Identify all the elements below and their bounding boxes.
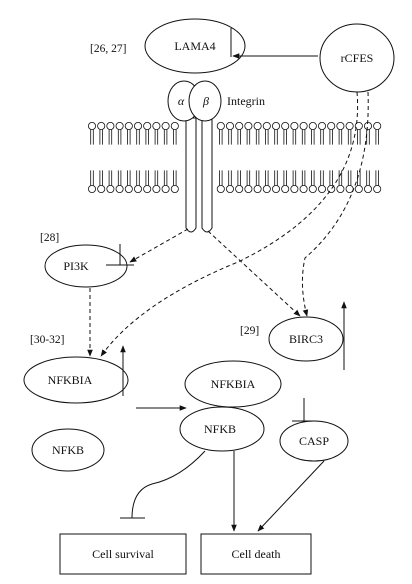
lipid-head: [290, 184, 299, 193]
casp-to-death-arrow: [257, 460, 325, 532]
nfkb-complex-node: [179, 406, 265, 452]
lipid-head: [143, 184, 152, 193]
lipid-head: [88, 122, 97, 131]
lipid-head: [216, 122, 225, 131]
lipid-head: [363, 184, 372, 193]
rcfes-to-nfkbia-arrow: [100, 91, 359, 357]
rcfes-to-birc3-arrow: [301, 91, 369, 317]
lipid-head: [106, 184, 115, 193]
pi3k-node: [44, 244, 128, 288]
lipid-head: [253, 122, 262, 131]
lipid-head: [345, 122, 354, 131]
lipid-head: [225, 122, 234, 131]
casp-label: CASP: [299, 434, 329, 448]
nfkbia-complex-node: [184, 360, 282, 408]
lipid-head: [317, 122, 326, 131]
lipid-head: [152, 122, 161, 131]
nfkb-to-survival-inhibit-line: [131, 450, 206, 519]
nfkbia-left-label: NFKBIA: [48, 373, 93, 387]
nfkb-left-node: [31, 428, 105, 472]
lama4-label: LAMA4: [174, 39, 215, 53]
lipid-head: [97, 184, 106, 193]
lipid-head: [317, 184, 326, 193]
cell-survival-box: [59, 533, 187, 575]
pi3k-label: PI3K: [63, 259, 89, 273]
nfkb-left-label: NFKB: [52, 443, 84, 457]
lipid-head: [124, 184, 133, 193]
lipid-head: [253, 184, 262, 193]
lipid-head: [373, 184, 382, 193]
lipid-head: [170, 122, 179, 131]
lipid-head: [235, 184, 244, 193]
nfkbia-left-node: [23, 356, 129, 404]
cell-death-label: Cell death: [232, 547, 281, 561]
lipid-head: [88, 184, 97, 193]
rcfes-label: rCFES: [341, 51, 374, 65]
lipid-head: [299, 122, 308, 131]
lipid-head: [133, 122, 142, 131]
lipid-head: [327, 122, 336, 131]
integrin-to-pi3k-arrow: [129, 228, 189, 263]
lipid-head: [290, 122, 299, 131]
integrin-label: Integrin: [227, 94, 265, 108]
integrin-beta-node: [188, 80, 222, 122]
lipid-head: [143, 122, 152, 131]
lipid-head: [262, 122, 271, 131]
lipid-head: [299, 184, 308, 193]
birc3-ref: [29]: [240, 325, 259, 337]
lama4-ref: [26, 27]: [90, 43, 126, 55]
lipid-head: [354, 184, 363, 193]
lipid-head: [161, 122, 170, 131]
integrin-alpha-label: α: [178, 94, 185, 108]
lipid-head: [106, 122, 115, 131]
lipid-head: [271, 122, 280, 131]
lipid-head: [244, 184, 253, 193]
cell-membrane: [88, 122, 382, 193]
lipid-head: [336, 122, 345, 131]
lipid-head: [115, 122, 124, 131]
lipid-head: [225, 184, 234, 193]
lipid-head: [354, 122, 363, 131]
lipid-head: [308, 122, 317, 131]
birc3-node: [268, 316, 344, 362]
lipid-head: [152, 184, 161, 193]
lipid-head: [133, 184, 142, 193]
lipid-head: [244, 122, 253, 131]
lipid-head: [170, 184, 179, 193]
integrin-transmembrane: [185, 117, 213, 233]
casp-node: [279, 420, 349, 462]
lipid-head: [216, 184, 225, 193]
cell-survival-label: Cell survival: [92, 547, 154, 561]
lipid-head: [281, 184, 290, 193]
birc3-label: BIRC3: [289, 332, 323, 346]
lipid-head: [345, 184, 354, 193]
lipid-head: [235, 122, 244, 131]
lipid-head: [115, 184, 124, 193]
lipid-head: [97, 122, 106, 131]
lama4-node: [144, 18, 246, 74]
integrin-beta-label: β: [202, 94, 209, 108]
lipid-head: [281, 122, 290, 131]
lipid-head: [271, 184, 280, 193]
lipid-head: [124, 122, 133, 131]
lipid-head: [308, 184, 317, 193]
cell-death-box: [200, 533, 312, 575]
lipid-head: [336, 184, 345, 193]
nfkb-complex-label: NFKB: [204, 422, 236, 436]
lipid-head: [161, 184, 170, 193]
integrin-to-birc3-arrow: [207, 230, 301, 317]
nfkbia-complex-label: NFKBIA: [211, 377, 256, 391]
lipid-head: [373, 122, 382, 131]
nfkbia-ref: [30-32]: [30, 334, 65, 346]
pi3k-ref: [28]: [40, 232, 59, 244]
lipid-head: [262, 184, 271, 193]
